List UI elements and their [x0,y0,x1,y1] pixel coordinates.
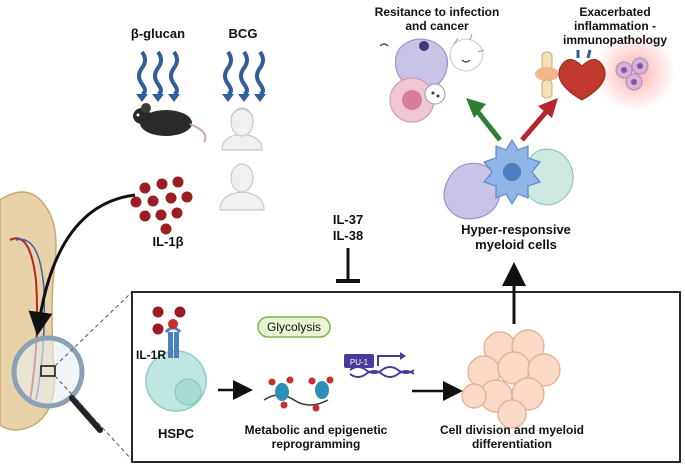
label-resist-2: and cancer [405,19,469,33]
label-division-1: Cell division and myeloid [440,423,584,437]
heart-icon [558,49,606,101]
process-box [131,291,681,463]
label-metabolic-2: reprogramming [272,437,361,451]
il1b-near-receptor [152,306,186,335]
wave-arrowheads-2 [222,94,266,102]
label-il1r: IL-1R [136,348,166,362]
red-arrow [520,98,558,142]
label-metabolic-1: Metabolic and epigenetic [245,423,388,437]
label-exac-2: inflammation - [574,19,656,33]
immune-cells-attacking-icon [379,33,485,123]
label-resist-1: Resitance to infection [375,5,500,19]
glycolysis-pill [257,316,331,338]
human-female-icon [221,107,263,151]
beta-glucan-waves [137,50,179,96]
human-male-icon [219,163,265,211]
wave-arrowheads-1 [136,94,180,102]
green-arrow [466,98,502,142]
chromatin-icon [263,376,334,412]
il1b-molecules [130,176,193,235]
label-pu1: PU-1 [350,358,369,367]
label-exac-3: immunopathology [563,33,667,47]
label-exac-1: Exacerbated [579,5,650,19]
zoom-line-top [54,291,133,367]
label-il37: IL-37 [333,212,363,227]
label-hyper-1: Hyper-responsive [461,222,571,237]
label-hyper-2: myeloid cells [475,237,557,252]
mouse-icon [133,103,207,143]
cell-cluster [461,329,561,429]
label-glycolysis: Glycolysis [267,320,321,334]
myeloid-cells-icon [443,138,574,220]
il1b-to-bone-arrow [28,193,136,336]
label-division-2: differentiation [472,437,552,451]
joint-icon [535,51,559,99]
label-hspc: HSPC [158,426,195,441]
il1r-receptor [164,319,182,358]
label-il1b: IL-1β [152,234,183,249]
label-bcg: BCG [229,26,258,41]
pu1-gene-icon [344,352,415,378]
label-beta-glucan: β-glucan [131,26,185,41]
inflamed-cells-icon [615,57,649,91]
label-il38: IL-38 [333,228,363,243]
bcg-waves [223,50,265,96]
zoom-line-bottom [54,375,133,461]
magnifier-icon [11,335,103,433]
